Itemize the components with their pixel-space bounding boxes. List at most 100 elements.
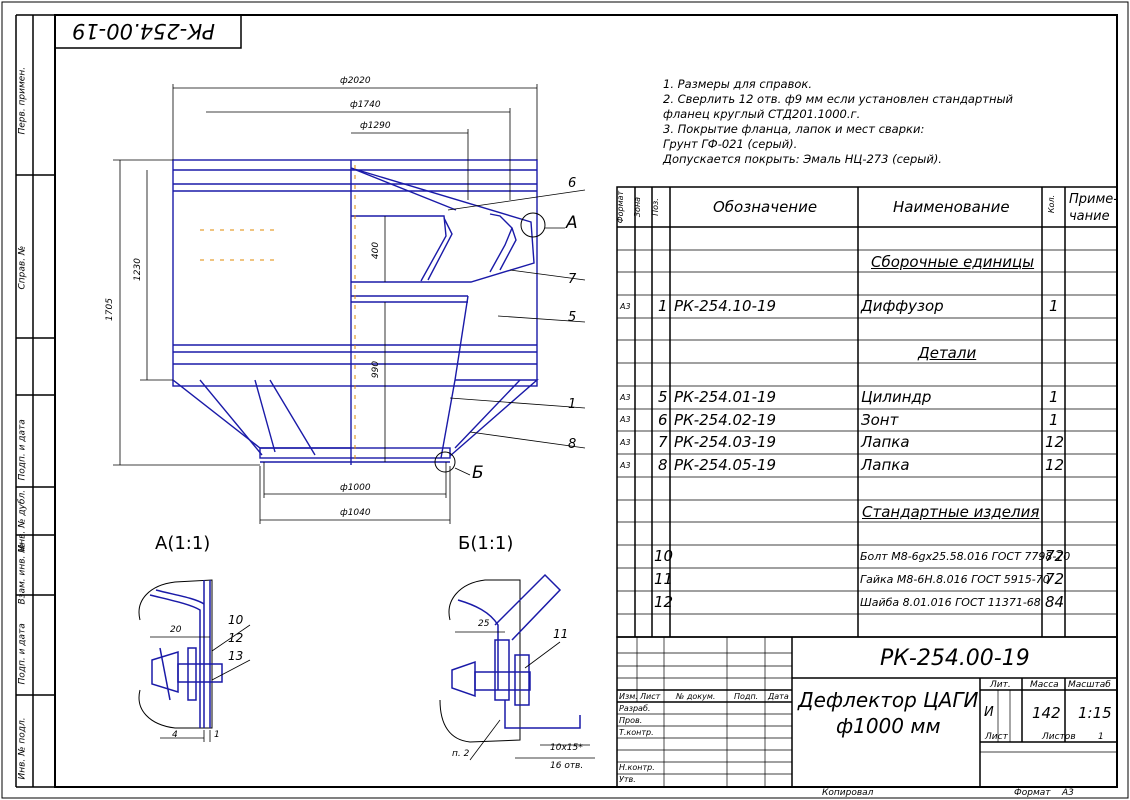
detail-b-dim-25: 25 xyxy=(478,619,490,629)
row-qty: 1 xyxy=(1049,297,1059,315)
title-block-doc: № докум. xyxy=(676,692,716,701)
title-block-sheets-label: Листов xyxy=(1042,732,1076,742)
section-assemblies: Сборочные единицы xyxy=(871,253,1035,271)
title-block-role: Т.контр. xyxy=(619,728,654,737)
title-block-sign: Подп. xyxy=(734,692,759,701)
title-block-scale-label: Масштаб xyxy=(1068,680,1111,690)
dim-d1290: ф1290 xyxy=(360,121,391,131)
spec-col-qty: Кол. xyxy=(1047,194,1057,214)
detail-b-holes-count: 16 отв. xyxy=(550,761,584,771)
title-block-role: Н.контр. xyxy=(619,763,655,772)
std-pos: 10 xyxy=(654,547,674,565)
row-pos: 1 xyxy=(658,297,668,315)
row-qty: 1 xyxy=(1049,411,1059,429)
dim-h1705: 1705 xyxy=(104,298,115,321)
spec-col-zone: Зона xyxy=(633,196,643,218)
title-block-thin-lines xyxy=(617,637,1117,787)
std-qty: 84 xyxy=(1045,593,1065,611)
title-block-izm: Изм. xyxy=(619,692,638,701)
title-block-lit-label: Лит. xyxy=(990,680,1011,690)
callout-b: Б xyxy=(472,463,484,483)
row-format: А3 xyxy=(620,438,631,447)
title-block-role: Утв. xyxy=(619,775,636,784)
row-qty: 1 xyxy=(1049,388,1059,406)
section-parts: Детали xyxy=(918,344,977,362)
detail-a-dim-4: 4 xyxy=(172,730,178,740)
detail-b-pos-11: 11 xyxy=(553,627,569,641)
title-block-mass-label: Масса xyxy=(1030,680,1059,690)
row-qty: 12 xyxy=(1045,433,1065,451)
row-name: Зонт xyxy=(861,411,899,429)
footer-format-label: Формат xyxy=(1014,788,1051,798)
row-name: Диффузор xyxy=(861,297,944,315)
dim-h1230: 1230 xyxy=(132,258,143,281)
detail-b-note-p2: п. 2 xyxy=(452,749,470,759)
row-name: Лапка xyxy=(861,456,910,474)
dim-d2020: ф2020 xyxy=(340,76,371,86)
side-strip xyxy=(15,14,55,788)
row-qty: 12 xyxy=(1045,456,1065,474)
footer-format-value: А3 xyxy=(1062,788,1074,798)
row-format: А3 xyxy=(620,415,631,424)
center-marks xyxy=(200,165,356,460)
callout-a: А xyxy=(566,213,578,233)
title-block-role: Разраб. xyxy=(619,704,651,713)
title-block-list: Лист xyxy=(640,692,661,701)
dim-h400: 400 xyxy=(371,241,382,260)
section-standard: Стандартные изделия xyxy=(862,503,1040,521)
detail-a-pos-10: 10 xyxy=(228,613,244,627)
detail-a-dim-20: 20 xyxy=(170,625,182,635)
note-line: Грунт ГФ-021 (серый). xyxy=(663,137,798,151)
side-label: Инв. № подл. xyxy=(17,717,28,780)
spec-col-note-1: Приме- xyxy=(1069,192,1118,207)
std-name: Шайба 8.01.016 ГОСТ 11371-68 xyxy=(860,596,1041,609)
note-line: 2. Сверлить 12 отв. ф9 мм если установле… xyxy=(663,92,1014,106)
std-pos: 12 xyxy=(654,593,674,611)
dim-h990: 990 xyxy=(371,360,382,379)
dim-d1740: ф1740 xyxy=(350,100,381,110)
footer-copied: Копировал xyxy=(822,788,874,798)
dimension-lines xyxy=(113,84,586,524)
callout-1: 1 xyxy=(568,397,577,412)
title-block-lit-value: И xyxy=(984,705,994,720)
row-name: Цилиндр xyxy=(861,388,932,406)
std-name: Гайка М8-6Н.8.016 ГОСТ 5915-70 xyxy=(860,573,1050,586)
row-designation: РК-254.01-19 xyxy=(674,388,777,406)
title-block-date: Дата xyxy=(768,692,789,701)
dim-d1040: ф1040 xyxy=(340,508,371,518)
title-block-scale-value: 1:15 xyxy=(1078,704,1112,722)
spec-col-name: Наименование xyxy=(893,198,1010,216)
title-block-mass-value: 142 xyxy=(1032,704,1061,722)
note-line: фланец круглый СТД201.1000.г. xyxy=(663,107,861,121)
side-label: Взам. инв. № xyxy=(17,543,28,605)
row-pos: 6 xyxy=(658,411,668,429)
std-qty: 72 xyxy=(1045,547,1065,565)
spec-col-format: Формат xyxy=(616,190,626,224)
row-designation: РК-254.02-19 xyxy=(674,411,777,429)
main-view xyxy=(172,159,546,473)
title-block-code: РК-254.00-19 xyxy=(880,646,1030,671)
note-line: 3. Покрытие фланца, лапок и мест сварки: xyxy=(663,122,925,136)
row-format: А3 xyxy=(620,302,631,311)
spec-col-note-2: чание xyxy=(1069,209,1110,224)
title-block-sheet-label: Лист xyxy=(985,732,1008,742)
rotated-stamp-code: РК-254.00-19 xyxy=(72,19,215,43)
callout-5: 5 xyxy=(568,310,577,325)
title-block-sheets-value: 1 xyxy=(1098,732,1104,742)
row-designation: РК-254.10-19 xyxy=(674,297,777,315)
side-label: Подп. и дата xyxy=(17,419,28,481)
callout-8: 8 xyxy=(568,437,577,452)
title-block-role: Пров. xyxy=(619,716,643,725)
row-name: Лапка xyxy=(861,433,910,451)
detail-a-pos-13: 13 xyxy=(228,649,244,663)
dim-d1000: ф1000 xyxy=(340,483,371,493)
detail-b-holes: 10х15* xyxy=(550,743,583,753)
detail-b-title: Б(1:1) xyxy=(458,533,514,554)
rotated-stamp-box xyxy=(54,14,242,49)
detail-a-title: А(1:1) xyxy=(155,533,211,554)
row-designation: РК-254.03-19 xyxy=(674,433,777,451)
detail-a-view xyxy=(138,579,251,742)
drawing-frame xyxy=(54,14,1118,788)
